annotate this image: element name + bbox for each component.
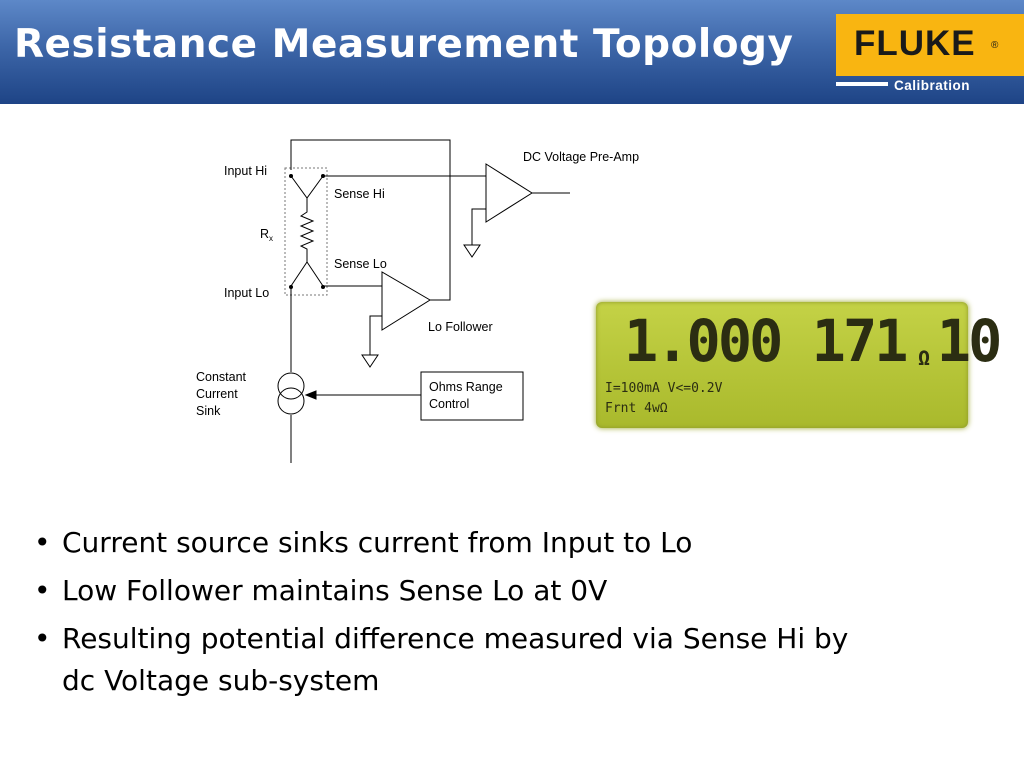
lcd-display: 1.000 171 10 Ω I=100mA V<=0.2V Frnt 4wΩ <box>596 302 1002 428</box>
logo-subtitle: Calibration <box>894 78 971 93</box>
dc-preamp-triangle <box>485 163 533 223</box>
label-ohms-range-2: Control <box>429 397 469 411</box>
wire-top-feedback <box>290 139 451 301</box>
logo-brand: FLUKE <box>854 24 976 63</box>
ground-symbol-preamp <box>463 244 481 258</box>
current-sink-circle-bottom <box>277 387 305 415</box>
lo-follower-triangle <box>381 271 431 331</box>
bullet-list: Current source sinks current from Input … <box>30 522 910 708</box>
label-sense-hi: Sense Hi <box>334 187 385 201</box>
ohms-range-box <box>420 371 524 421</box>
lcd-reading: 1.000 171 10 <box>624 307 1002 375</box>
arrow-head-control <box>304 390 317 400</box>
wire-follower-ground <box>369 315 382 355</box>
wire-input-lo-branch <box>290 261 324 287</box>
lcd-status-line-1: I=100mA V<=0.2V <box>605 381 723 396</box>
label-dc-preamp: DC Voltage Pre-Amp <box>523 150 639 164</box>
wire-input-hi-branch <box>290 175 324 199</box>
lcd-unit: Ω <box>918 346 931 370</box>
rx-enclosure <box>284 167 328 296</box>
slide-title: Resistance Measurement Topology <box>14 22 794 67</box>
logo-registered-mark: ® <box>991 40 999 51</box>
label-input-hi: Input Hi <box>224 164 267 178</box>
label-lo-follower: Lo Follower <box>428 320 493 334</box>
label-current-sink-3: Sink <box>196 404 221 418</box>
lcd-status-line-2: Frnt 4wΩ <box>605 401 668 416</box>
label-ohms-range-1: Ohms Range <box>429 380 503 394</box>
bullet-item: Current source sinks current from Input … <box>30 522 910 564</box>
dot-input-hi <box>289 174 293 178</box>
label-sense-lo: Sense Lo <box>334 257 387 271</box>
ground-symbol-follower <box>361 354 379 368</box>
label-current-sink-2: Current <box>196 387 238 401</box>
label-current-sink-1: Constant <box>196 370 247 384</box>
current-sink-circle-top <box>277 372 305 400</box>
fluke-logo: FLUKE ® <box>836 14 1024 76</box>
logo-divider <box>836 82 888 86</box>
label-rx: Rx <box>260 227 273 243</box>
dot-sense-hi <box>321 174 325 178</box>
bullet-item: Low Follower maintains Sense Lo at 0V <box>30 570 910 612</box>
wire-preamp-ground <box>471 208 486 245</box>
dot-input-lo <box>289 285 293 289</box>
resistor-rx <box>299 198 315 262</box>
bullet-item: Resulting potential difference measured … <box>30 618 882 702</box>
dot-sense-lo <box>321 285 325 289</box>
label-input-lo: Input Lo <box>224 286 269 300</box>
